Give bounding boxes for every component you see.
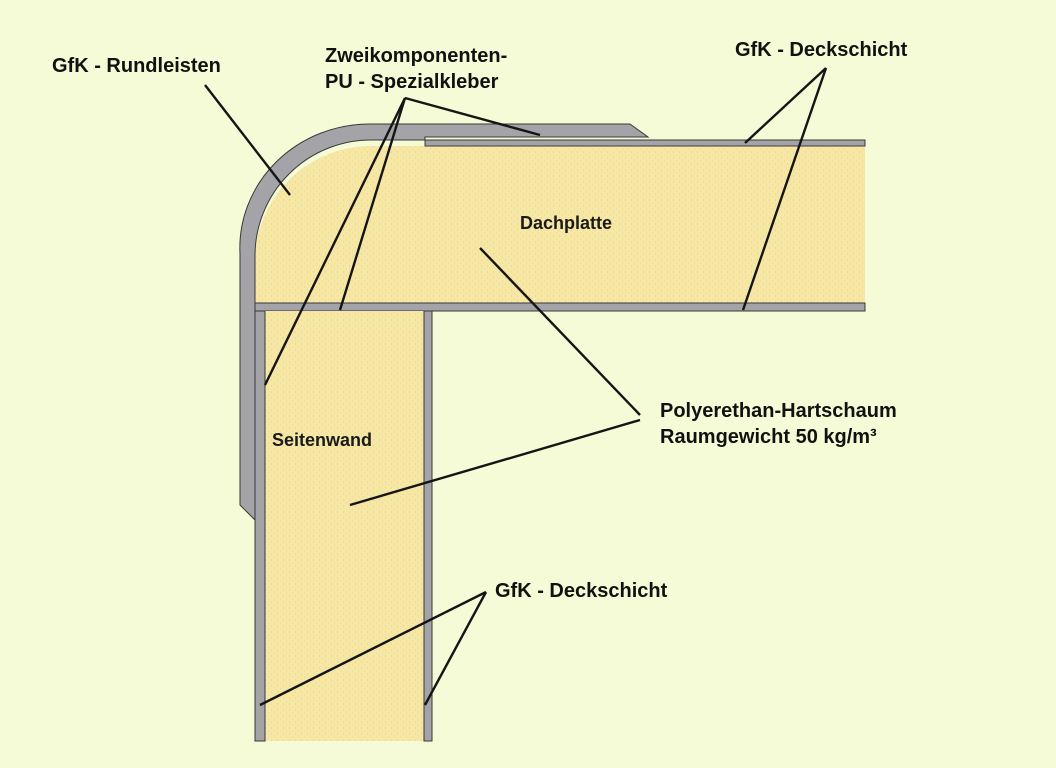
leader-lines [204, 67, 828, 707]
label-roof-panel: Dachplatte [520, 213, 612, 233]
side-wall-right-skin [423, 310, 433, 742]
label-foam-line2: Raumgewicht 50 kg/m³ [660, 426, 877, 448]
label-foam-line1: Polyerethan-Hartschaum [660, 400, 897, 422]
roof-bottom-skin [254, 302, 866, 312]
side-wall-left-skin [254, 310, 266, 742]
label-kleber-line2: PU - Spezialkleber [325, 71, 499, 93]
side-wall-foam [265, 311, 424, 741]
label-kleber-line1: Zweikomponenten- [325, 45, 507, 67]
roof-top-skin [424, 139, 866, 147]
label-side-wall: Seitenwand [272, 430, 372, 450]
label-deckschicht-bottom: GfK - Deckschicht [495, 580, 668, 602]
corner-strip-rundleiste [239, 123, 650, 522]
label-rundleisten: GfK - Rundleisten [52, 55, 221, 77]
label-deckschicht-top: GfK - Deckschicht [735, 39, 908, 61]
roof-panel-foam [255, 146, 865, 303]
